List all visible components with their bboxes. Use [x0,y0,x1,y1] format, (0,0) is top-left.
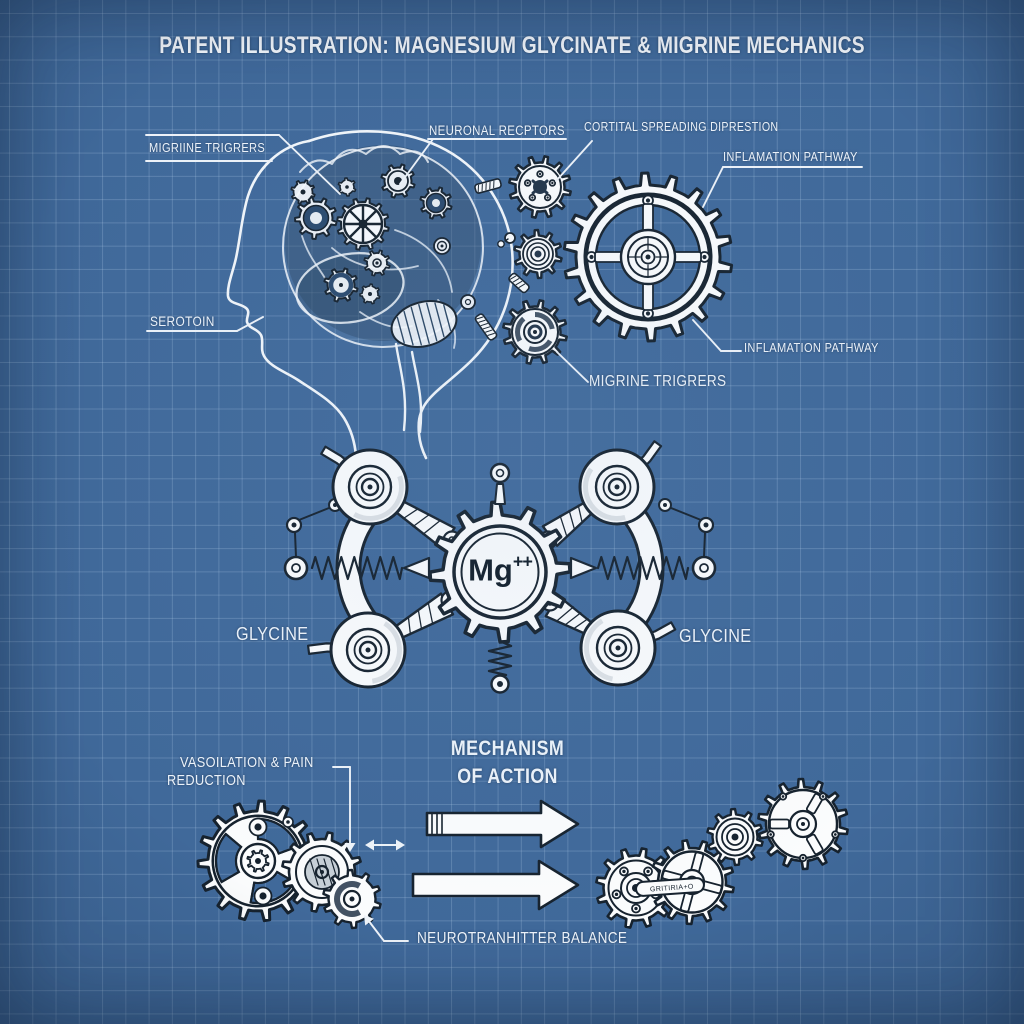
gear-chain [474,155,572,365]
page-title: PATENT ILLUSTRATION: MAGNESIUM GLYCINATE… [159,32,865,59]
label-neuronal-receptors: NEURONAL RECPTORS [429,123,565,138]
label-serotonin: SEROTOIN [150,313,215,329]
heading-line2: OF ACTION [457,764,558,788]
label-inflammation-pathway-lower: INFLAMATION PATHWAY [744,340,879,355]
heading-line1: MECHANISM [450,737,565,760]
mechanism-arrows [411,799,580,911]
mg-element-text: Mg [468,552,513,588]
vasodilation-gear-cluster [196,799,382,930]
inflammation-pathway-gear [562,171,734,343]
balance-gear-cluster [595,777,849,929]
label-cortical-spreading-depression: CORTITAL SPREADING DIPRESTION [584,120,779,134]
label-neurotransmitter-balance: NEUROTRANHITTER BALANCE [417,930,628,947]
heading-mechanism-of-action: MECHANISM OF ACTION [433,735,582,790]
mg-ion-label: Mg++ [468,551,533,589]
label-migraine-triggers-lower: MIGRINE TRIGRERS [589,373,727,390]
mg-charge-text: ++ [512,551,533,572]
shaft-marking-text: GRITIRIA+O [650,883,694,893]
head-brain-illustration [226,130,514,460]
leader-lines [145,134,863,942]
label-migraine-triggers-boxed: MIGRIINE TRIGRERS [149,140,266,155]
label-glycine-left: GLYCINE [236,624,309,644]
label-vasodilation-line1: VASOILATION & PAIN [180,754,314,771]
magnesium-glycinate-molecule [283,440,717,694]
label-inflammation-pathway-upper: INFLAMATION PATHWAY [723,149,858,164]
label-vasodilation-line2: REDUCTION [167,772,246,789]
label-glycine-right: GLYCINE [679,626,752,646]
